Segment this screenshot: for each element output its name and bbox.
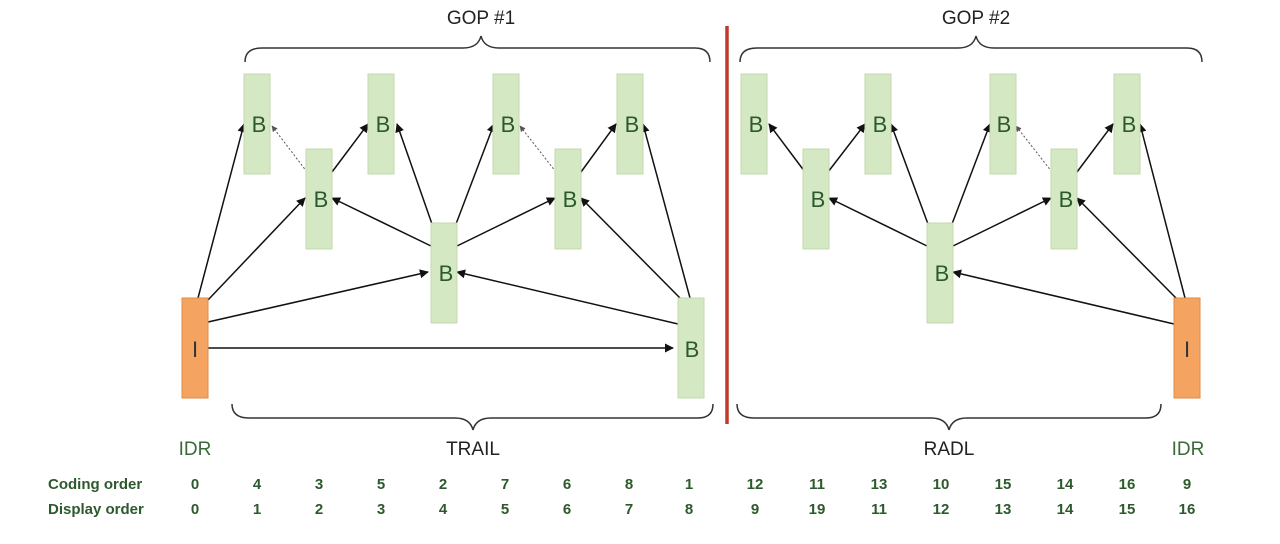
frame-g1-b5: B bbox=[492, 73, 520, 175]
frame-type-label: B bbox=[873, 112, 888, 137]
display-order-value: 5 bbox=[501, 501, 509, 518]
frame-g2-b2: B bbox=[802, 148, 830, 250]
idr-label-right: IDR bbox=[1172, 439, 1205, 460]
gop2-arrows bbox=[768, 123, 1186, 325]
frame-type-label: B bbox=[749, 112, 764, 137]
coding-order-value: 2 bbox=[439, 476, 447, 493]
coding-order-value: 6 bbox=[563, 476, 571, 493]
coding-order-value: 14 bbox=[1057, 476, 1074, 493]
gop2-label: GOP #2 bbox=[942, 8, 1010, 29]
idr-label-left: IDR bbox=[179, 439, 212, 460]
frame-g2-b5: B bbox=[989, 73, 1017, 175]
coding-order-value: 13 bbox=[871, 476, 888, 493]
frame-g2-b4: B bbox=[926, 222, 954, 324]
frame-idr-2: I bbox=[1173, 297, 1201, 399]
frame-g2-b6: B bbox=[1050, 148, 1078, 250]
display-order-value: 11 bbox=[871, 501, 887, 518]
frame-g2-b3: B bbox=[864, 73, 892, 175]
coding-order-title: Coding order bbox=[48, 476, 142, 493]
coding-order-row: 0 4 3 5 2 7 6 8 1 12 11 13 10 15 14 16 9 bbox=[191, 476, 1191, 493]
frame-type-label: B bbox=[625, 112, 640, 137]
trail-brace bbox=[231, 403, 714, 431]
display-order-value: 8 bbox=[685, 501, 693, 518]
display-order-value: 19 bbox=[809, 501, 826, 518]
coding-order-value: 8 bbox=[625, 476, 633, 493]
coding-order-value: 4 bbox=[253, 476, 262, 493]
frame-g2-b7: B bbox=[1113, 73, 1141, 175]
frame-idr-1: I bbox=[181, 297, 209, 399]
display-order-value: 9 bbox=[751, 501, 759, 518]
coding-order-value: 15 bbox=[995, 476, 1012, 493]
display-order-value: 1 bbox=[253, 501, 261, 518]
frame-type-label: B bbox=[376, 112, 391, 137]
gop1-arrows bbox=[197, 123, 691, 353]
frame-type-label: B bbox=[1122, 112, 1137, 137]
coding-order-value: 12 bbox=[747, 476, 764, 493]
frame-type-label: B bbox=[811, 187, 826, 212]
display-order-value: 6 bbox=[563, 501, 571, 518]
frame-g1-b8: B bbox=[677, 297, 705, 399]
radl-brace bbox=[736, 403, 1162, 431]
frame-type-label: B bbox=[997, 112, 1012, 137]
display-order-value: 2 bbox=[315, 501, 323, 518]
display-order-value: 16 bbox=[1179, 501, 1196, 518]
coding-order-value: 7 bbox=[501, 476, 509, 493]
frame-g1-b1: B bbox=[243, 73, 271, 175]
coding-order-value: 1 bbox=[685, 476, 693, 493]
frame-type-label: B bbox=[563, 187, 578, 212]
display-order-value: 15 bbox=[1119, 501, 1136, 518]
frame-type-label: I bbox=[1184, 337, 1190, 362]
frame-type-label: I bbox=[192, 337, 198, 362]
frame-type-label: B bbox=[501, 112, 516, 137]
coding-order-value: 10 bbox=[933, 476, 950, 493]
display-order-value: 13 bbox=[995, 501, 1012, 518]
trail-label: TRAIL bbox=[446, 439, 500, 460]
display-order-value: 14 bbox=[1057, 501, 1074, 518]
coding-order-value: 11 bbox=[809, 476, 825, 493]
display-order-value: 12 bbox=[933, 501, 950, 518]
frame-type-label: B bbox=[935, 261, 950, 286]
display-order-title: Display order bbox=[48, 501, 144, 518]
frame-g1-b3: B bbox=[367, 73, 395, 175]
frame-type-label: B bbox=[314, 187, 329, 212]
display-order-value: 4 bbox=[439, 501, 448, 518]
coding-order-value: 3 bbox=[315, 476, 323, 493]
display-order-value: 7 bbox=[625, 501, 633, 518]
gop1-brace bbox=[244, 35, 711, 63]
frame-type-label: B bbox=[439, 261, 454, 286]
display-order-value: 0 bbox=[191, 501, 199, 518]
coding-order-value: 16 bbox=[1119, 476, 1136, 493]
gop1-dotted-arrows bbox=[271, 125, 557, 173]
gop1-label: GOP #1 bbox=[447, 8, 515, 29]
coding-order-value: 0 bbox=[191, 476, 199, 493]
frame-g1-b7: B bbox=[616, 73, 644, 175]
coding-order-value: 5 bbox=[377, 476, 385, 493]
coding-order-value: 9 bbox=[1183, 476, 1191, 493]
frame-type-label: B bbox=[1059, 187, 1074, 212]
gop2-dotted-arrows bbox=[1015, 125, 1053, 173]
frame-g2-b1: B bbox=[740, 73, 768, 175]
frame-type-label: B bbox=[685, 337, 700, 362]
frame-type-label: B bbox=[252, 112, 267, 137]
display-order-value: 3 bbox=[377, 501, 385, 518]
radl-label: RADL bbox=[924, 439, 975, 460]
frame-g1-b4: B bbox=[430, 222, 458, 324]
gop2-brace bbox=[739, 35, 1203, 63]
frame-g1-b6: B bbox=[554, 148, 582, 250]
frame-g1-b2: B bbox=[305, 148, 333, 250]
